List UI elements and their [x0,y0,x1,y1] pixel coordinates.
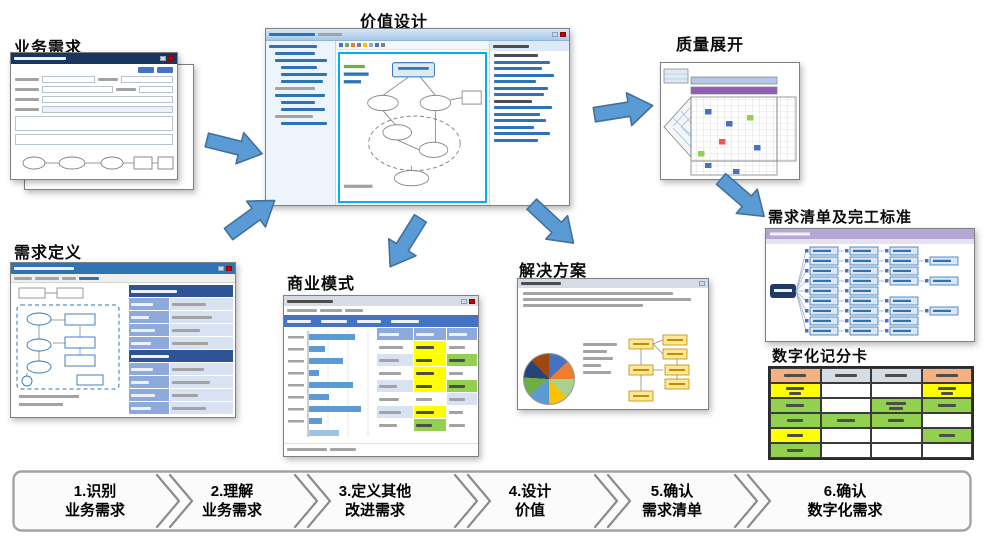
table-header-band [284,315,478,327]
digital-scorecard-table [768,366,974,460]
value-design-window [265,28,570,206]
form-textarea [15,116,173,131]
business-model-label: 商业模式 [287,276,356,293]
fan-chart [523,353,575,405]
quality-deployment-label: 质量展开 [676,37,745,54]
process-step-6-line2: 数字化需求 [807,502,883,519]
qfd-house-of-quality [663,68,797,176]
requirements-list-window [765,228,975,342]
form-button [138,67,154,73]
form-textarea [15,134,173,145]
arrow-definition-to-value [215,182,290,252]
process-step-5: 5.确认 需求清单 [606,482,738,520]
solution-window [517,278,709,410]
scorecard-header-cell [871,368,922,383]
process-step-3: 3.定义其他 改进需求 [309,482,441,520]
model-table [376,327,478,443]
close-icon [560,32,566,37]
window-titlebar [518,279,708,288]
process-step-4-line2: 价值 [514,502,545,519]
arrow-business-to-value [200,119,270,175]
model-tree-panel [266,41,336,205]
scorecard-header-cell [770,368,821,383]
arrow-value-to-business-model [371,206,439,281]
solution-flow-diagram [628,334,690,402]
quality-deployment-window [660,62,800,180]
business-model-window [283,295,479,457]
value-design-label: 价值设计 [360,14,429,31]
arrow-value-to-quality [589,83,659,136]
properties-panel [489,41,569,205]
process-step-2-line2: 业务需求 [201,502,262,519]
process-step-1-line1: 1.识别 [73,483,117,500]
process-step-3-line1: 3.定义其他 [338,483,412,500]
requirements-definition-label: 需求定义 [14,245,83,262]
toolbar [11,274,235,283]
canvas-toolbar [336,41,489,50]
mini-flow-diagram [22,156,174,170]
process-step-2-line1: 2.理解 [210,483,254,500]
chevron-dividers [155,473,772,529]
arrow-value-to-solution [516,187,590,260]
form-button [157,67,173,73]
window-titlebar [284,296,478,306]
window-titlebar [266,29,569,41]
process-step-5-line2: 需求清单 [641,502,702,519]
swimlane-flowchart [16,287,120,406]
requirements-definition-window [10,262,236,418]
digital-scorecard-label: 数字化记分卡 [772,348,869,365]
process-step-5-line1: 5.确认 [650,483,694,500]
process-step-3-line2: 改进需求 [344,502,405,519]
scorecard-header-cell [820,368,871,383]
process-step-4: 4.设计 价值 [464,482,596,520]
process-step-2: 2.理解 业务需求 [166,482,298,520]
process-step-4-line1: 4.设计 [508,483,552,500]
window-titlebar [11,263,235,274]
process-step-1-line2: 业务需求 [64,502,125,519]
business-requirements-window [10,52,178,180]
value-model-flowchart [343,62,482,188]
scorecard-header-cell [921,368,972,383]
mini-gantt [583,343,617,374]
requirements-form [11,64,177,148]
process-step-6: 6.确认 数字化需求 [779,482,911,520]
window-titlebar [11,53,177,64]
requirements-list-label: 需求清单及完工标准 [768,209,913,226]
process-bar [12,470,972,532]
requirements-tree-map [766,229,974,336]
arrow-quality-to-list [706,162,780,234]
definition-table [127,283,235,417]
value-model-canvas [338,52,487,203]
process-step-1: 1.识别 业务需求 [29,482,161,520]
solution-label: 解决方案 [519,263,588,280]
bar-chart [288,331,369,437]
process-step-6-line1: 6.确认 [823,483,867,500]
